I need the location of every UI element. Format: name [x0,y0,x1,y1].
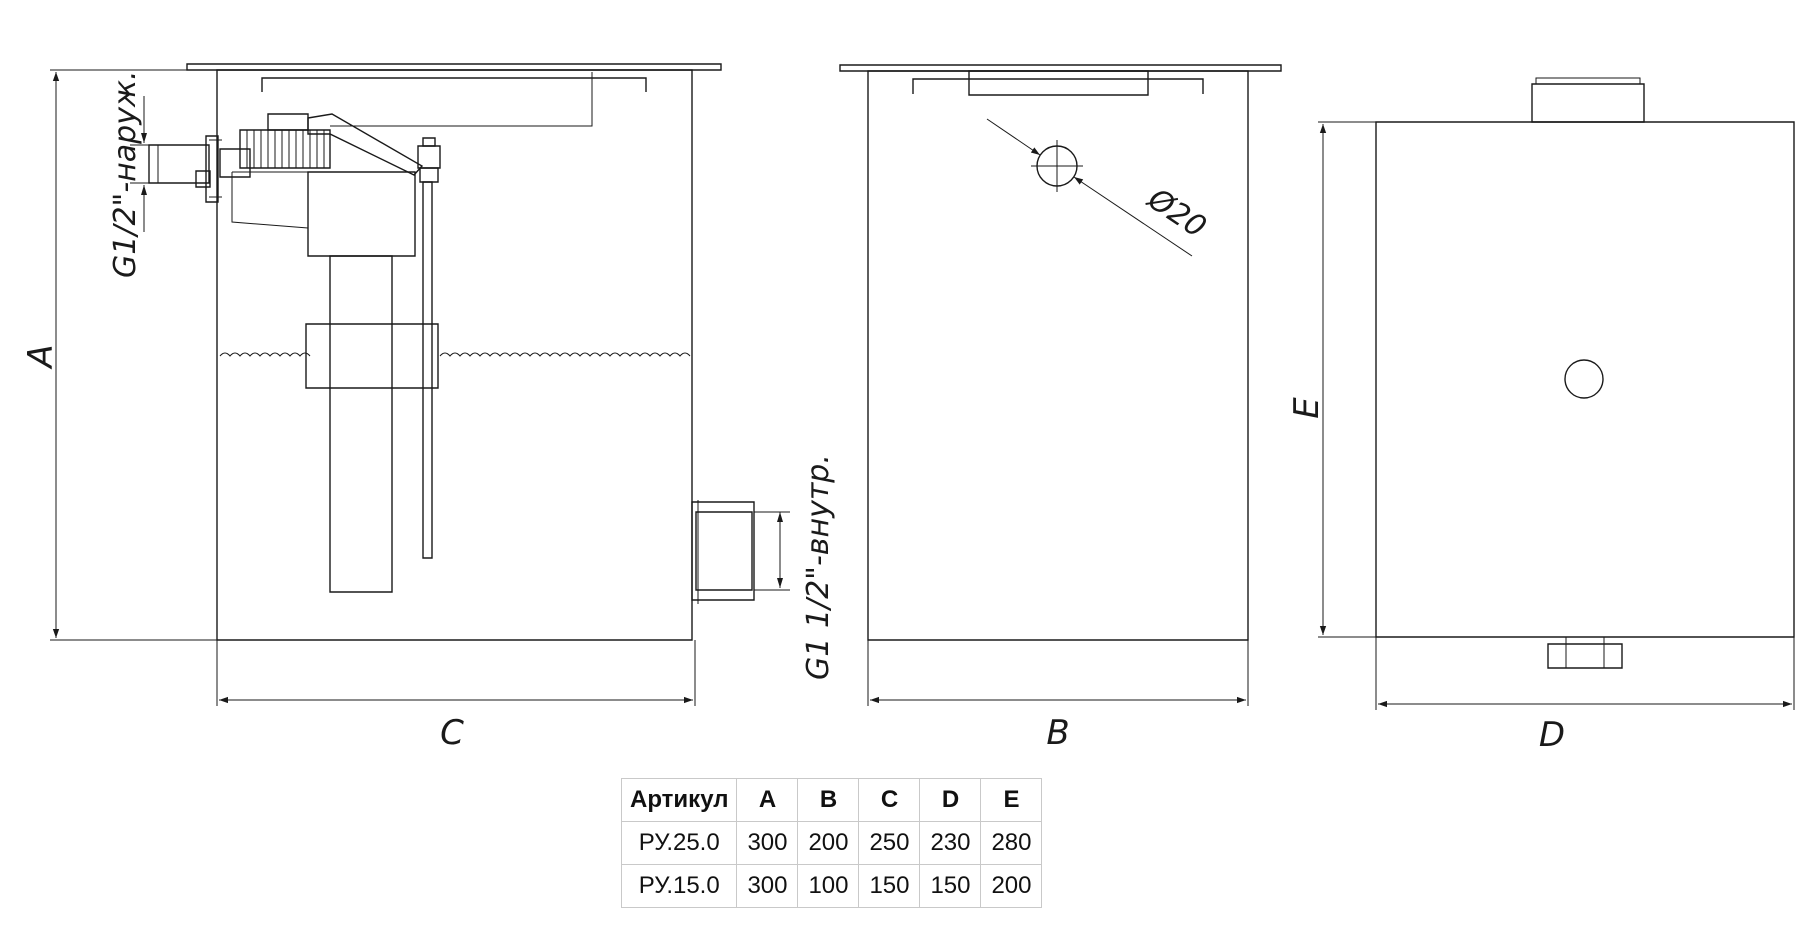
specification-table: Артикул A B C D E РУ.25.0 300 200 250 23… [620,778,1043,908]
table-row: РУ.25.0 300 200 250 230 280 [620,821,1043,865]
top-hole [1565,360,1603,398]
inlet-fitting [149,136,250,202]
table-cell: 150 [858,864,921,908]
table-cell: РУ.15.0 [620,864,738,908]
table-cell: 250 [858,821,921,865]
table-header-cell: Артикул [620,778,738,822]
table-header-cell: A [736,778,799,822]
table-cell: 100 [797,864,860,908]
hole-dim-arrow-in [987,119,1040,155]
hole-diameter-label: Ø20 [1140,180,1212,245]
dimension-d-label: D [1539,715,1565,755]
inlet-thread-label: G1/2"-наруж. [108,70,143,278]
side-view: Ø20 B [840,65,1281,753]
table-cell: 280 [980,821,1043,865]
dimension-e-label: E [1287,397,1327,419]
table-row: РУ.15.0 300 100 150 150 200 [620,864,1043,908]
top-fitting [1532,84,1644,122]
water-level [220,353,690,356]
dimension-b-label: B [1046,713,1069,753]
bottom-fitting [1548,644,1622,668]
table-cell: 230 [919,821,982,865]
front-view: A C G1/2"-наруж. G1 1/2"-внутр. [21,64,836,753]
float-valve [232,114,440,592]
table-cell: 300 [736,821,799,865]
front-body [217,70,692,640]
top-body [1376,122,1794,637]
table-cell: 300 [736,864,799,908]
side-lid [840,65,1281,71]
table-cell: РУ.25.0 [620,821,738,865]
front-inner-plate [330,72,592,126]
outlet-fitting [692,500,754,604]
side-body [868,71,1248,640]
outlet-thread-label: G1 1/2"-внутр. [801,454,836,680]
side-top-plate [969,71,1148,95]
table-cell: 200 [980,864,1043,908]
hole-dim-arrow-out [1074,177,1192,256]
dimension-c-label: C [440,713,464,753]
front-lid [187,64,721,70]
table-header-row: Артикул A B C D E [620,778,1043,822]
side-handle [913,79,1203,94]
table-header-cell: E [980,778,1043,822]
front-handle [262,78,646,92]
table-header-cell: C [858,778,921,822]
top-view: E D [1287,78,1794,755]
table-header-cell: B [797,778,860,822]
table-cell: 200 [797,821,860,865]
table-header-cell: D [919,778,982,822]
table-cell: 150 [919,864,982,908]
dimension-a-label: A [21,344,61,369]
